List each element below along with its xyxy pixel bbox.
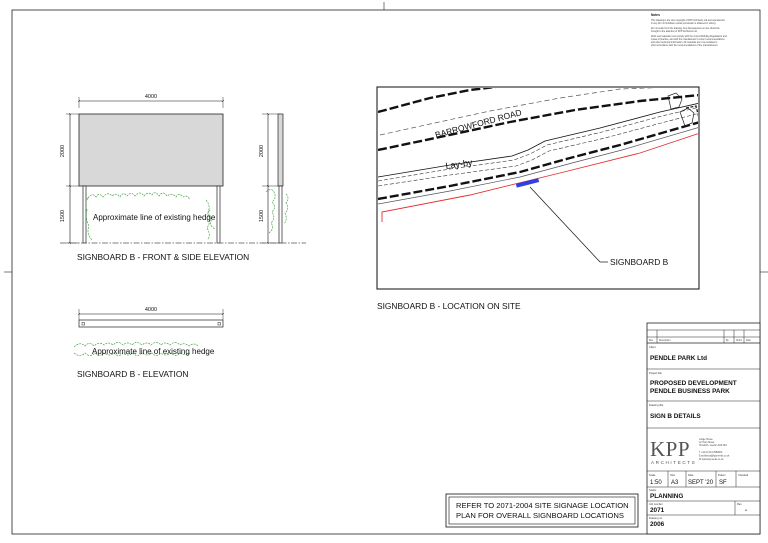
- address-line: 12 Town Street: [699, 441, 715, 444]
- meta-label: Scale: [649, 473, 656, 477]
- contact-line: W www.kpp-leeds.co.uk: [699, 459, 724, 461]
- dim-height: 2000: [60, 145, 66, 157]
- meta-label: Date: [688, 473, 694, 477]
- title-block: Rev Description By Chk'd Date Client PEN…: [646, 322, 761, 535]
- project-line1: PROPOSED DEVELOPMENT: [650, 380, 737, 387]
- hedge-plan: [73, 342, 199, 356]
- signboard-marker: [515, 178, 540, 188]
- rev-header: Date: [746, 339, 752, 342]
- hedge-label: Approximate line of existing hedge: [93, 213, 216, 222]
- post-side: [278, 185, 283, 244]
- dim-plan-width: 4000: [145, 307, 157, 313]
- layby-label: Lay-by: [445, 157, 474, 171]
- plan-elevation: 4000 Approximate line of existing hedge …: [73, 307, 225, 379]
- contact-line: E architects@kpp-leeds.co.uk: [699, 455, 730, 458]
- meta-label: Checked: [738, 473, 749, 477]
- status-label: Status: [649, 488, 657, 492]
- rev-label: Rev: [737, 502, 742, 506]
- notes-line: Work and materials must comply with the …: [651, 35, 727, 38]
- post-left: [82, 185, 87, 244]
- notes-line: This drawing is the sole copyright of KP…: [651, 19, 726, 22]
- drawing-title: SIGN B DETAILS: [650, 413, 701, 420]
- project-line2: PENDLE BUSINESS PARK: [650, 388, 730, 395]
- signboard-label: SIGNBOARD B: [610, 257, 669, 267]
- dim-side-post: 1500: [259, 210, 265, 222]
- notes-line: strict accordance with the recommendatio…: [651, 44, 719, 47]
- rev-header: By: [726, 340, 730, 342]
- notes-line: in any form is forbidden unless permissi…: [651, 22, 716, 25]
- rev-header: Rev: [649, 340, 654, 342]
- revision-table: Rev Description By Chk'd Date: [647, 329, 760, 344]
- refer-note-inner: [448, 496, 636, 525]
- drawing-title-label: Drawing title: [649, 403, 664, 407]
- date-value: SEPT '20: [688, 480, 714, 486]
- signboard-leader: [529, 186, 601, 263]
- post-right: [216, 185, 221, 244]
- hedge-outline: [85, 192, 216, 241]
- kpp-logo-sub: ARCHITECTS: [651, 460, 696, 465]
- refer-note-line2: PLAN FOR OVERALL SIGNBOARD LOCATIONS: [456, 511, 624, 520]
- refer-note: REFER TO 2071-2004 SITE SIGNAGE LOCATION…: [445, 493, 639, 528]
- meta-label: Drawn: [718, 473, 726, 477]
- notes-block: Notes This drawing is the sole copyright…: [651, 13, 727, 47]
- dim-width: 4000: [145, 94, 157, 100]
- client-label: Client: [649, 345, 656, 349]
- front-side-elevation: 4000 2000 1500 Approximate line of exist…: [60, 94, 306, 262]
- project-label: Project title: [649, 371, 662, 375]
- drawing-no-label: Drawing no: [649, 516, 663, 520]
- contact-line: T +44 (0) 113 2580000: [699, 452, 723, 454]
- notes-line: and other technical information. All mat…: [651, 41, 718, 44]
- address-line: Lodge House: [699, 439, 713, 441]
- scale-value: 1:50: [650, 480, 662, 486]
- drawn-value: SF: [719, 480, 727, 486]
- refer-note-outer: [445, 493, 639, 528]
- front-side-caption: SIGNBOARD B - FRONT & SIDE ELEVATION: [77, 252, 249, 262]
- site-caption: SIGNBOARD B - LOCATION ON SITE: [377, 301, 521, 311]
- site-plan-frame: [376, 86, 700, 290]
- size-value: A3: [671, 480, 679, 486]
- job-label: Job number: [649, 502, 663, 506]
- status-value: PLANNING: [650, 493, 683, 500]
- site-plan: BARROWFORD ROAD Lay-by SIGNBOARD B SIGNB…: [376, 86, 700, 311]
- title-block-frame: [646, 322, 761, 535]
- kpp-logo: KPP: [650, 437, 690, 461]
- site-boundary: [381, 133, 698, 222]
- notes-line: Do not scale from this drawing. Any disc…: [651, 27, 720, 30]
- refer-note-line1: REFER TO 2071-2004 SITE SIGNAGE LOCATION: [456, 501, 629, 510]
- signboard-front: [78, 113, 224, 187]
- signboard-plan: [78, 319, 224, 328]
- rev-value: -: [745, 507, 747, 514]
- hedge-label-plan: Approximate line of existing hedge: [92, 347, 215, 356]
- signboard-side: [277, 113, 284, 187]
- job-number: 2071: [650, 507, 665, 514]
- meta-label: Size: [670, 473, 676, 477]
- elevation-caption: SIGNBOARD B - ELEVATION: [77, 369, 188, 379]
- address-line: Horsforth, Leeds LS18 4RJ: [699, 444, 727, 447]
- drawing-number: 2006: [650, 521, 665, 528]
- hedge-side: [265, 189, 289, 234]
- dim-post: 1500: [60, 210, 66, 222]
- rev-header: Chk'd: [736, 340, 743, 342]
- notes-heading: Notes: [651, 13, 660, 17]
- client-name: PENDLE PARK Ltd: [650, 355, 707, 362]
- rev-header: Description: [659, 339, 671, 342]
- notes-line: codes of practice, and with the manufact…: [651, 38, 725, 41]
- dim-side-height: 2000: [259, 145, 265, 157]
- notes-line: brought to the attention of KPP Architec…: [651, 30, 698, 33]
